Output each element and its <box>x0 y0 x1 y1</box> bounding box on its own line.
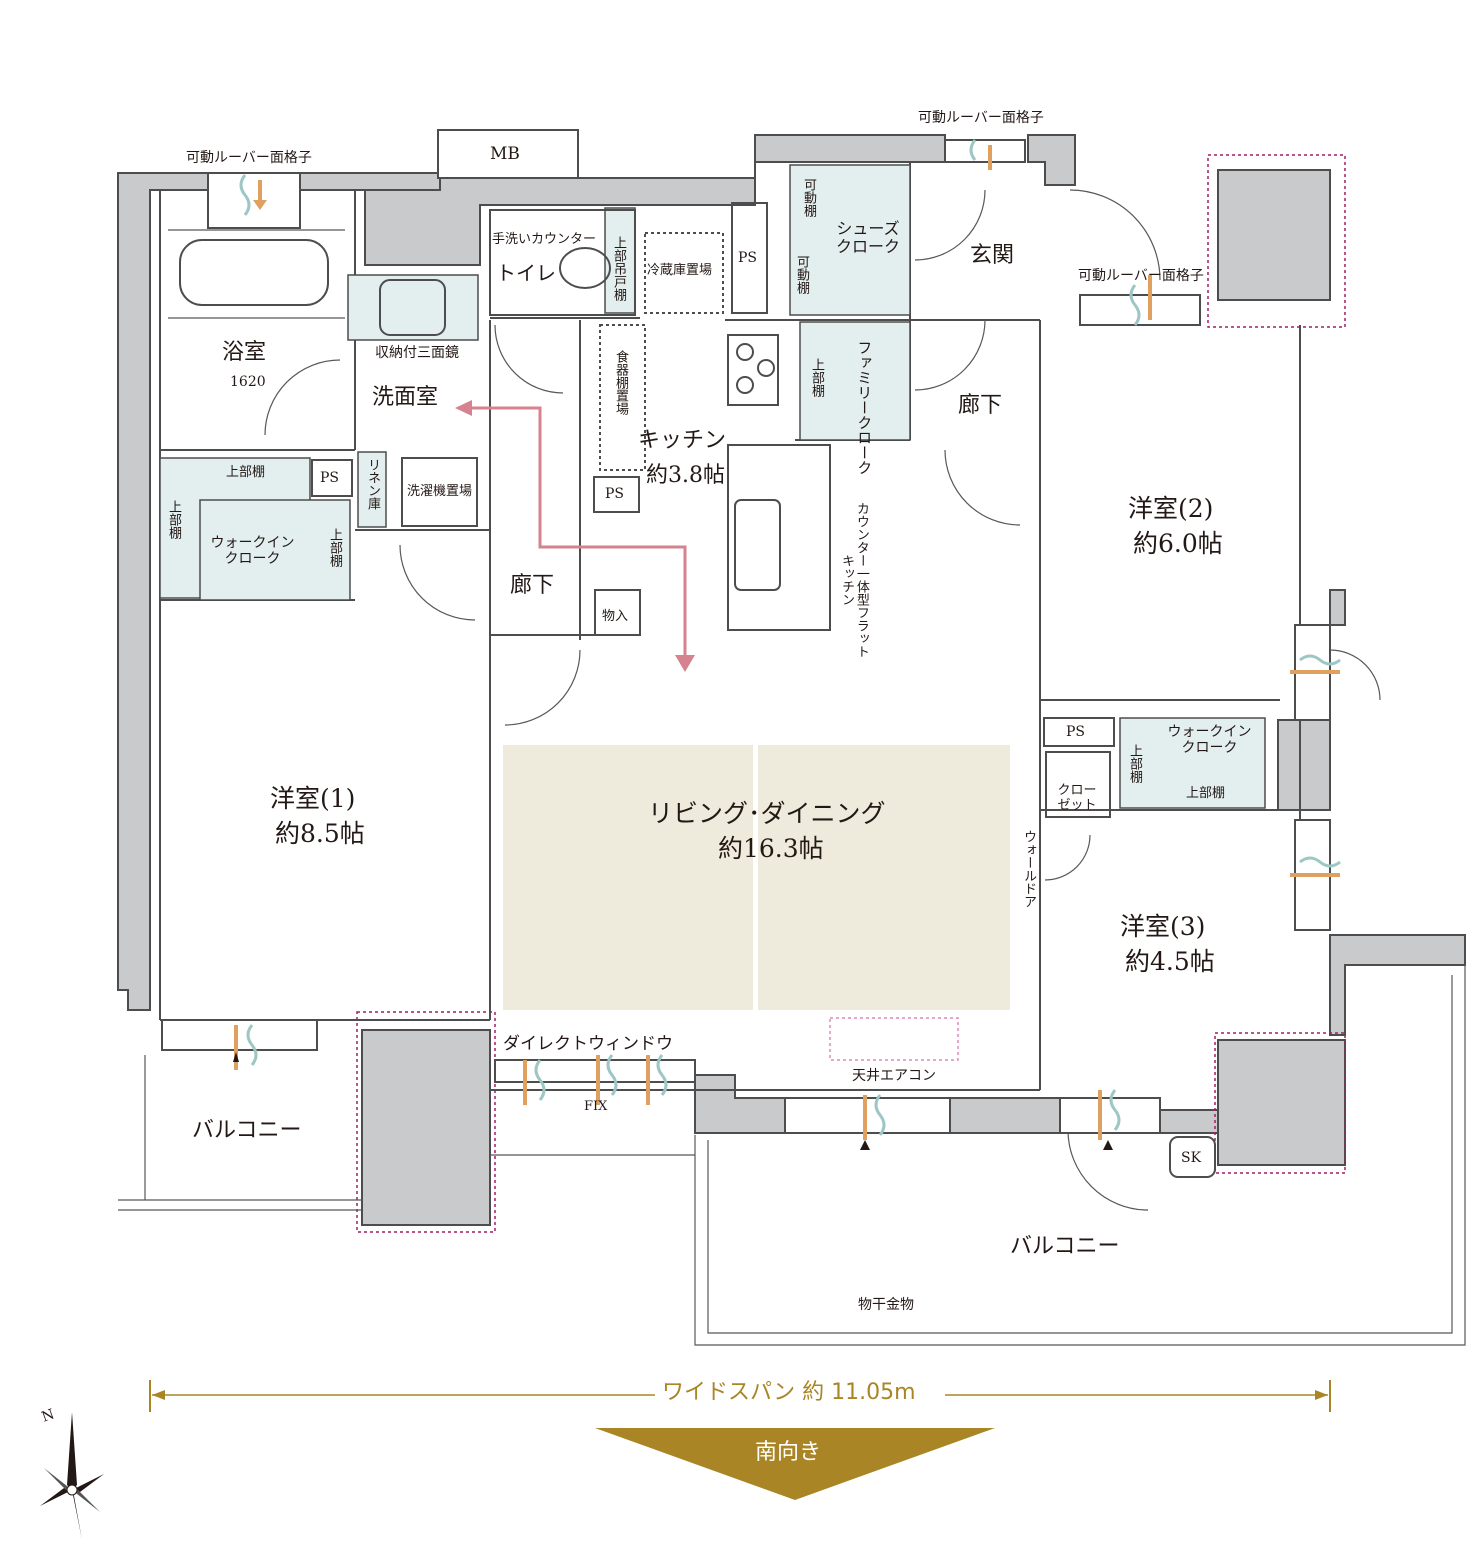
family-cloak-label: ファミリークローク <box>855 340 874 475</box>
wide-span-label: ワイドスパン 約 11.05m <box>662 1380 916 1405</box>
movable-shelf-label-2: 可動棚 <box>793 255 809 294</box>
ldk-floor <box>503 745 1010 1010</box>
sink-icon <box>379 279 446 336</box>
direct-window-label: ダイレクトウィンドウ <box>503 1034 673 1054</box>
mirror-label: 収納付三面鏡 <box>375 345 459 361</box>
wic2-upper-shelf-bottom-label: 上部棚 <box>1186 786 1226 801</box>
family-upper-shelf-label: 上部棚 <box>808 358 824 397</box>
dimension-line <box>149 1380 1331 1412</box>
exterior-walls <box>117 129 1466 1226</box>
toilet-label: トイレ <box>496 261 556 285</box>
hallway-east-label: 廊下 <box>958 393 1003 418</box>
room2-size-label: 約6.0帖 <box>1133 529 1223 558</box>
south-direction-icon <box>595 1428 995 1500</box>
room3-size-label: 約4.5帖 <box>1125 947 1215 976</box>
ps-kitchen-label: PS <box>605 486 625 502</box>
ps-room2-label: PS <box>1066 724 1086 740</box>
wic1-upper-shelf-right-label: 上部棚 <box>326 528 342 567</box>
ldk-label: リビング･ダイニング <box>648 799 886 828</box>
room1-label: 洋室(1) <box>270 784 356 813</box>
wic2-label: ウォークインクローク <box>1167 724 1252 757</box>
wall-door-label: ウォールドア <box>1020 830 1036 908</box>
north-arrow-icon <box>40 1412 104 1540</box>
room2-label: 洋室(2) <box>1128 494 1214 523</box>
washer-label: 洗濯機置場 <box>407 484 473 499</box>
louver-label-top-right: 可動ルーバー面格子 <box>918 110 1044 126</box>
counter-label: カウンター一体型フラットキッチン <box>838 502 869 658</box>
bath-label: 浴室 <box>222 340 267 365</box>
ceiling-ac-label: 天井エアコン <box>852 1068 936 1084</box>
storage-areas <box>159 164 1266 818</box>
wic2-upper-shelf-left-label: 上部棚 <box>1126 744 1142 783</box>
bath-size-label: 1620 <box>230 374 266 390</box>
fix-label: FIX <box>584 1099 608 1114</box>
ps-kitchen-top-label: PS <box>738 250 758 266</box>
drying-label: 物干金物 <box>858 1297 914 1313</box>
hallway-center-label: 廊下 <box>510 573 555 598</box>
sk-label: SK <box>1181 1150 1202 1166</box>
washroom-label: 洗面室 <box>372 385 439 410</box>
balcony-left-label: バルコニー <box>192 1118 302 1143</box>
stove-icon <box>727 334 779 406</box>
bathtub-icon <box>179 239 329 306</box>
genkan-label: 玄関 <box>970 243 1015 268</box>
upper-hanging-label: 上部吊戸棚 <box>610 236 626 301</box>
fridge-label: 冷蔵庫置場 <box>647 263 713 278</box>
louver-label-top-left: 可動ルーバー面格子 <box>186 150 312 166</box>
wic1-label: ウォークインクローク <box>210 535 295 568</box>
wic1-upper-shelf-top-label: 上部棚 <box>226 465 266 480</box>
storage-label: 物入 <box>602 609 629 624</box>
structural-outlines <box>356 154 1346 1233</box>
toilet-icon <box>559 247 611 289</box>
door-swings <box>264 189 1381 1211</box>
room3-label: 洋室(3) <box>1120 912 1206 941</box>
kitchen-label: キッチン <box>638 428 727 453</box>
mb-label: MB <box>490 144 520 164</box>
airflow-arrow-icon <box>233 139 1341 1150</box>
handwash-label: 手洗いカウンター <box>492 232 597 247</box>
room1-size-label: 約8.5帖 <box>275 819 365 848</box>
dish-shelf-label: 食器棚置場 <box>612 350 628 415</box>
closet-label: クローゼット <box>1057 783 1097 813</box>
kitchen-size-label: 約3.8帖 <box>646 463 725 488</box>
balcony-main-label: バルコニー <box>1010 1234 1120 1259</box>
wic1-upper-shelf-left-label: 上部棚 <box>165 500 181 539</box>
linen-label: リネン庫 <box>364 458 380 510</box>
circulation-route <box>455 400 695 672</box>
ldk-size-label: 約16.3帖 <box>718 834 824 863</box>
ps-wash-label: PS <box>320 470 340 486</box>
windows <box>161 139 1331 1134</box>
fixtures <box>168 229 1216 1178</box>
shoes-cloak-label: シューズクローク <box>835 219 900 257</box>
south-label: 南向き <box>755 1440 822 1465</box>
louver-label-entrance: 可動ルーバー面格子 <box>1078 268 1204 284</box>
movable-shelf-label-1: 可動棚 <box>800 178 816 217</box>
